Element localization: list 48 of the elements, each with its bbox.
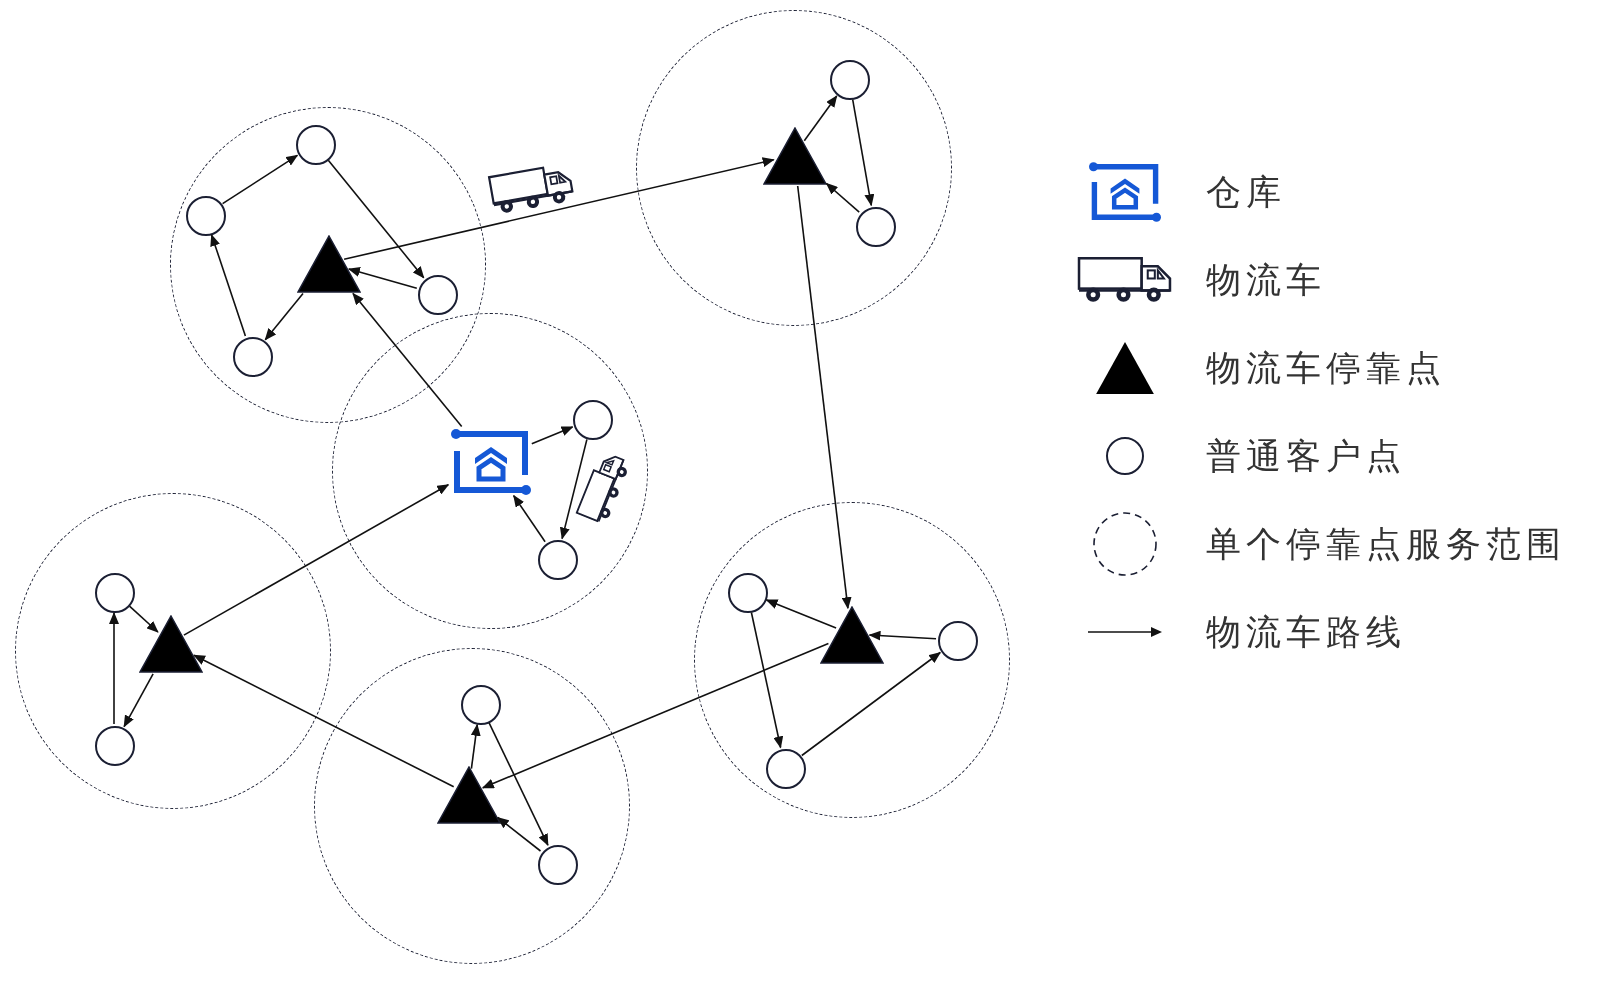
legend-label: 物流车停靠点 [1206, 346, 1446, 390]
route-arrow [193, 654, 455, 788]
route-arrow [264, 292, 304, 341]
route-arrow [327, 159, 425, 279]
route-arrow [488, 722, 549, 846]
customer-circle [418, 275, 458, 315]
route-arrow [796, 185, 852, 610]
route-arrow [801, 651, 941, 757]
customer-circle [766, 749, 806, 789]
customer-circle [95, 573, 135, 613]
route-arrow [868, 630, 937, 641]
route-arrow [210, 233, 247, 337]
legend-label: 物流车 [1206, 258, 1326, 302]
route-arrow [750, 611, 784, 749]
route-arrow [109, 612, 119, 725]
route-arrow [825, 182, 860, 213]
customer-circle [233, 337, 273, 377]
route-arrow [512, 494, 546, 543]
customer-circle [938, 621, 978, 661]
route-arrow [851, 98, 875, 207]
route-arrow [343, 157, 775, 261]
route-arrow [559, 438, 588, 540]
legend-label: 普通客户点 [1206, 434, 1406, 478]
legend-label: 物流车路线 [1206, 610, 1406, 654]
customer-circle [573, 400, 613, 440]
route-arrow [803, 95, 838, 142]
route-arrow [470, 723, 481, 770]
customer-circle [461, 685, 501, 725]
route-arrow [183, 483, 450, 636]
customer-circle [95, 726, 135, 766]
route-arrow [497, 816, 542, 852]
customer-circle [186, 196, 226, 236]
customer-circle [538, 540, 578, 580]
route-arrow [123, 673, 154, 728]
route-arrow [481, 642, 830, 789]
customer-circle [728, 573, 768, 613]
route-arrow [347, 267, 418, 290]
route-arrow [221, 154, 299, 205]
route-arrow [765, 599, 837, 629]
route-arrow [128, 605, 159, 633]
customer-circle [856, 207, 896, 247]
route-arrow [531, 426, 574, 445]
customer-circle [830, 60, 870, 100]
legend-label: 仓库 [1206, 170, 1286, 214]
legend-label: 单个停靠点服务范围 [1206, 522, 1566, 566]
customer-circle [296, 125, 336, 165]
customer-circle [538, 845, 578, 885]
route-arrow [352, 292, 463, 428]
